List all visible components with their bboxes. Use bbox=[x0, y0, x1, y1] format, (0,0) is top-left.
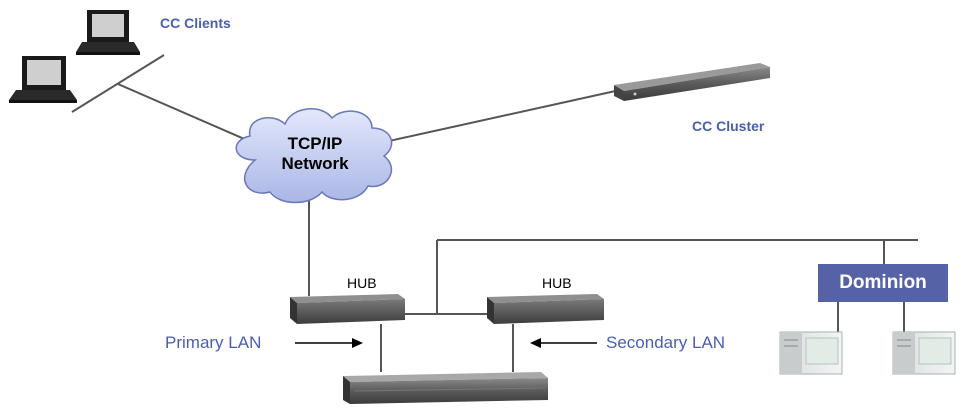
hub-left-label: HUB bbox=[347, 275, 377, 291]
secondary-lan-label: Secondary LAN bbox=[606, 333, 726, 352]
dominion-label: Dominion bbox=[839, 272, 927, 293]
hub-right-label: HUB bbox=[542, 275, 572, 291]
ccsg-appliance-device bbox=[343, 372, 548, 404]
connection-lines bbox=[71, 54, 918, 372]
laptop-icon bbox=[76, 10, 140, 55]
hub-right-device bbox=[487, 294, 604, 324]
client-bus-line bbox=[71, 54, 165, 113]
network-label: TCP/IP Network bbox=[265, 134, 365, 174]
server-icon bbox=[892, 331, 956, 375]
cc-clients-label: CC Clients bbox=[160, 15, 231, 31]
primary-lan-arrow-icon bbox=[295, 338, 363, 348]
clients-to-network-line bbox=[117, 83, 266, 149]
server-icon bbox=[779, 331, 843, 375]
cc-cluster-device bbox=[614, 63, 770, 101]
cc-cluster-label: CC Cluster bbox=[692, 118, 765, 134]
secondary-lan-arrow-icon bbox=[530, 338, 597, 348]
primary-lan-label: Primary LAN bbox=[165, 333, 262, 352]
network-label-line2: Network bbox=[281, 154, 349, 173]
tcpip-network-cloud bbox=[235, 108, 393, 204]
network-to-cluster-line bbox=[379, 89, 621, 144]
hub-left-device bbox=[290, 294, 405, 324]
dominion-box bbox=[818, 264, 948, 302]
laptop-icon bbox=[9, 56, 77, 103]
network-label-line1: TCP/IP bbox=[287, 134, 343, 153]
